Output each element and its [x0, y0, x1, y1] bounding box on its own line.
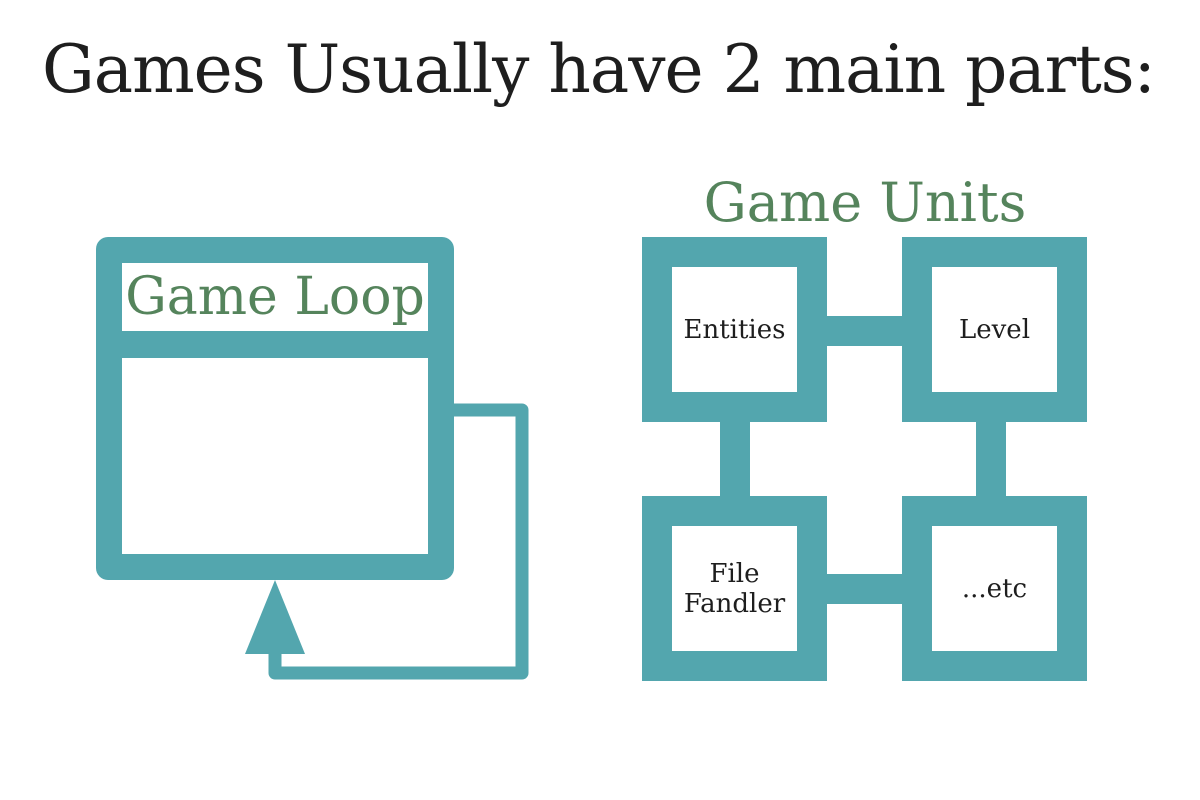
connector-right: [976, 420, 1006, 498]
connector-top: [826, 316, 904, 346]
unit-label-line2: Fandler: [683, 588, 786, 619]
unit-label-etc: ...etc: [920, 526, 1069, 651]
game-units-label: Game Units: [703, 171, 1027, 234]
unit-box-entities-inner: [672, 267, 797, 392]
unit-label-file-handler: File Fandler: [660, 526, 809, 651]
unit-label-line1: Level: [958, 314, 1031, 345]
game-loop-label-panel: [122, 263, 428, 331]
unit-box-file-handler-inner: [672, 526, 797, 651]
connector-left: [720, 420, 750, 498]
unit-label-line1: File: [709, 558, 760, 589]
unit-box-etc-inner: [932, 526, 1057, 651]
unit-label-line1: Entities: [683, 314, 786, 345]
unit-label-line1: ...etc: [961, 573, 1028, 604]
connector-bottom: [826, 574, 904, 604]
page-title: Games Usually have 2 main parts:: [42, 31, 1156, 108]
unit-label-level: Level: [920, 267, 1069, 392]
game-loop-body-panel: [122, 358, 428, 554]
unit-box-level-inner: [932, 267, 1057, 392]
unit-label-entities: Entities: [660, 267, 809, 392]
game-loop-label: Game Loop: [125, 267, 425, 327]
